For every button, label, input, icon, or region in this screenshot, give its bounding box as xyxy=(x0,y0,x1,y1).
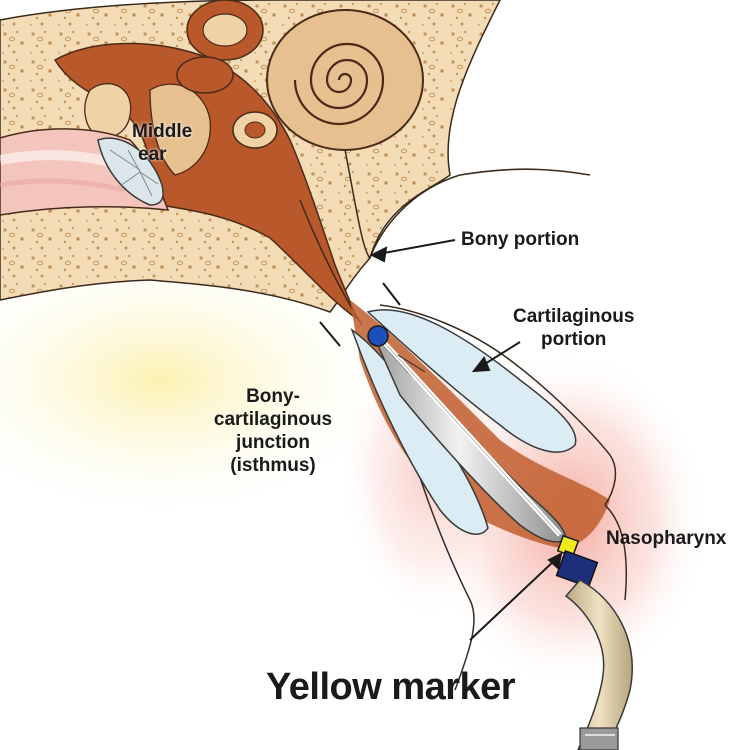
label-yellow-marker: Yellow marker xyxy=(266,666,516,708)
cartilage-upper xyxy=(366,309,577,453)
label-junction-line4: (isthmus) xyxy=(230,455,316,476)
label-middle-ear-line1: Middle xyxy=(132,121,193,142)
blue-band xyxy=(555,550,599,588)
label-middle-ear-line2: ear xyxy=(138,144,167,165)
tympanic-membrane xyxy=(97,137,164,206)
arrowhead-bony-portion xyxy=(369,246,388,263)
label-nasopharynx: Nasopharynx xyxy=(606,528,727,549)
label-bony-portion: Bony portion xyxy=(461,229,580,250)
catheter-metal-end xyxy=(579,727,619,750)
catheter-shaft xyxy=(564,579,633,750)
label-cartilaginous-line2: portion xyxy=(540,329,607,350)
ossicle-malleus xyxy=(84,83,132,139)
tube-soft-tissue xyxy=(350,300,610,548)
label-cartilaginous-line1: Cartilaginous xyxy=(513,306,635,327)
label-junction-line1: Bony- xyxy=(246,386,300,407)
label-bony-cartilaginous-junction: Bony- cartilaginous junction (isthmus) xyxy=(198,385,348,477)
label-junction-line2: cartilaginous xyxy=(213,409,333,430)
arrowhead-yellow-marker xyxy=(547,552,563,570)
isthmus-mark-lower xyxy=(319,321,341,347)
arrow-yellow-marker xyxy=(469,559,556,641)
label-cartilaginous-portion: Cartilaginous portion xyxy=(513,305,634,351)
arrowhead-cartilaginous xyxy=(471,356,491,373)
label-junction-line3: junction xyxy=(236,432,310,453)
cochlea xyxy=(266,9,424,151)
label-middle-ear: Middle ear xyxy=(132,120,192,166)
balloon-catheter xyxy=(367,325,567,543)
isthmus-mark-upper xyxy=(382,282,401,306)
catheter-tip xyxy=(367,325,389,347)
semicircular-canals xyxy=(176,0,278,149)
arrow-bony-portion xyxy=(377,239,456,255)
